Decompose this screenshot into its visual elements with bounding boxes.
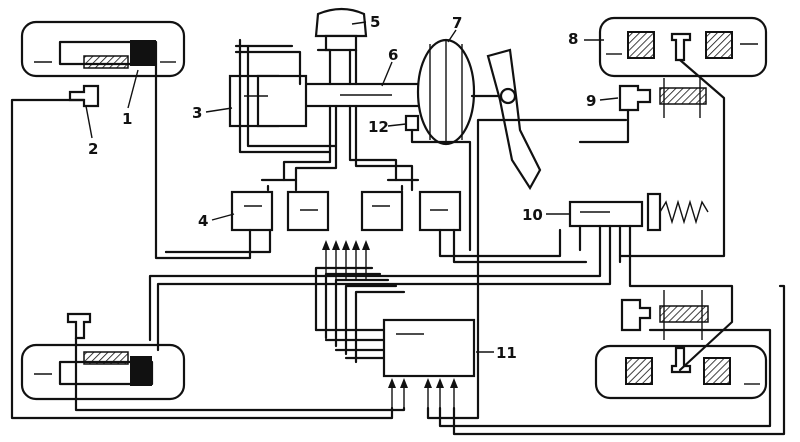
modulator-valves [230, 190, 462, 232]
hydraulic-valve-block [228, 74, 308, 128]
front-left-wheel-brake [20, 20, 186, 78]
wheel-speed-sensor-rear-right [620, 290, 709, 340]
label-6: 6 [388, 46, 398, 64]
abs-control-unit [382, 318, 476, 378]
wheel-speed-sensor-rear-left [66, 312, 92, 340]
control-signal-arrows [322, 240, 370, 280]
front-right-wheel-brake [598, 16, 768, 78]
sensor-input-arrows [388, 378, 458, 408]
label-11: 11 [496, 344, 517, 362]
brake-fluid-reservoir [314, 7, 368, 52]
label-10: 10 [522, 206, 543, 224]
brake-light-switch [404, 114, 420, 132]
label-2: 2 [88, 140, 98, 158]
label-1: 1 [122, 110, 132, 128]
leader-lines [85, 21, 619, 353]
rear-right-wheel-brake [594, 344, 768, 400]
wheel-speed-sensor-front-right [618, 78, 707, 118]
label-3: 3 [192, 104, 202, 122]
label-8: 8 [568, 30, 578, 48]
label-5: 5 [370, 13, 380, 31]
pressure-regulator [568, 192, 709, 232]
label-4: 4 [198, 212, 208, 230]
master-cylinder [300, 82, 424, 108]
wheel-speed-sensor-front-left [68, 84, 100, 108]
label-7: 7 [452, 14, 462, 32]
label-9: 9 [586, 92, 596, 110]
rear-left-wheel-brake [20, 343, 186, 401]
brake-booster [416, 38, 476, 146]
label-12: 12 [368, 118, 389, 136]
